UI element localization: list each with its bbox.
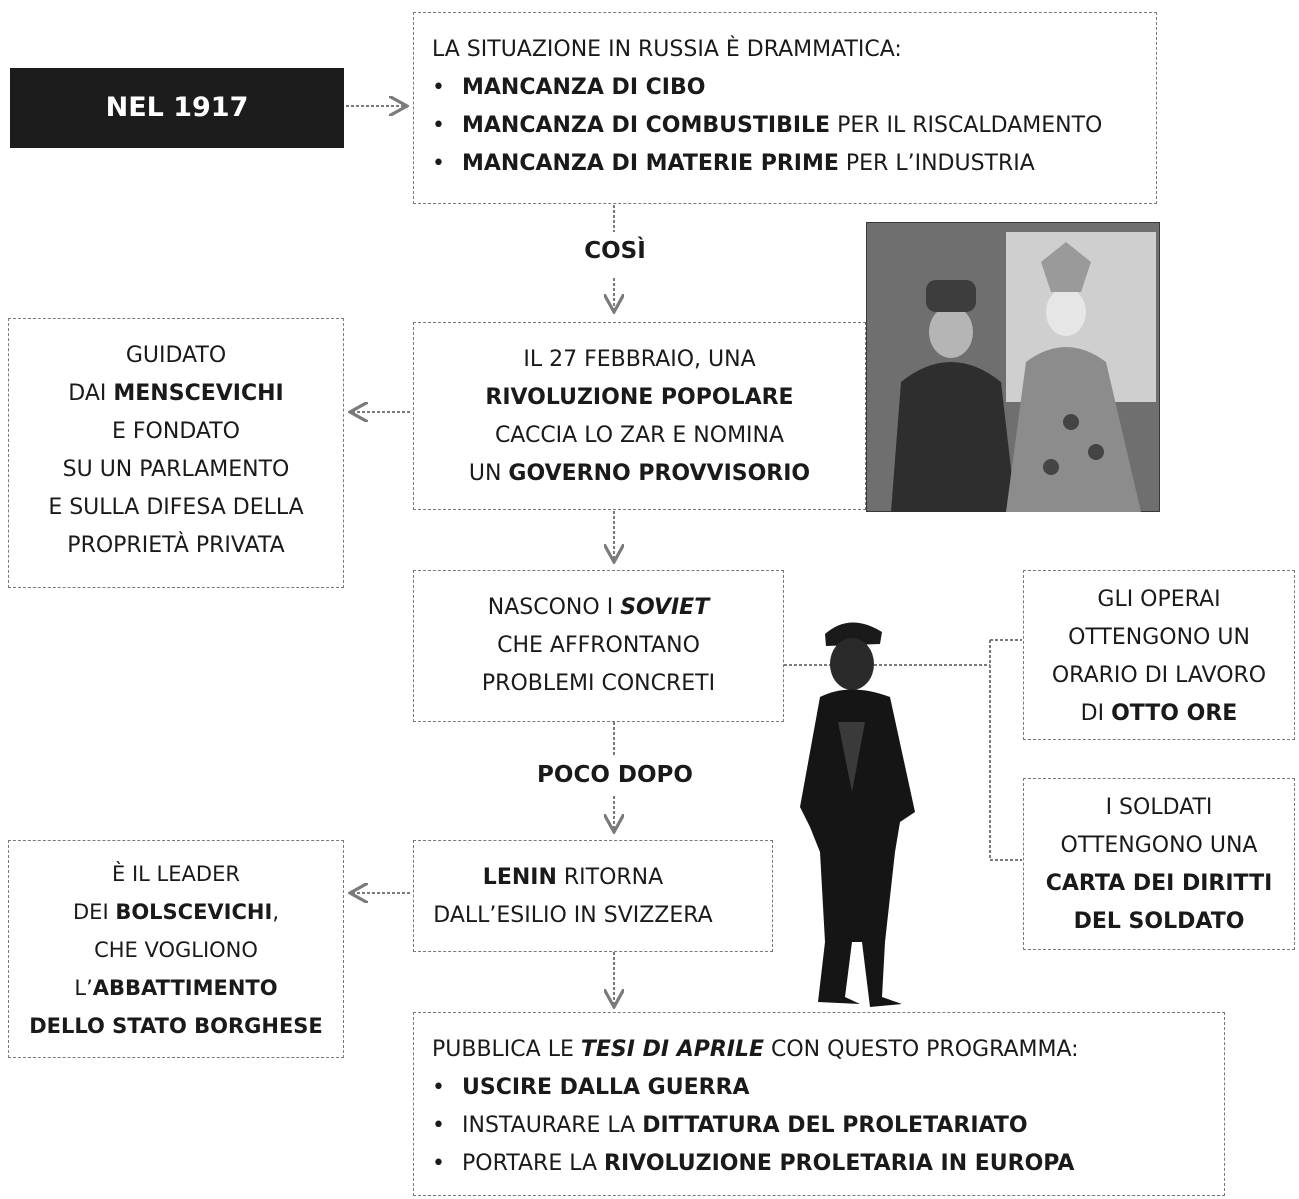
- box-lenin: LENIN RITORNA DALL’ESILIO IN SVIZZERA: [413, 840, 773, 952]
- soldiers-line-1: I SOLDATI: [1105, 795, 1213, 820]
- box-bolsheviks: È IL LEADER DEI BOLSCEVICHI, CHE VOGLION…: [8, 840, 344, 1058]
- bolsheviks-line-2: DEI BOLSCEVICHI,: [73, 900, 279, 924]
- government-line-2: DAI MENSCEVICHI: [68, 381, 284, 406]
- april-intro: PUBBLICA LE TESI DI APRILE CON QUESTO PR…: [432, 1037, 1079, 1062]
- bolsheviks-line-1: È IL LEADER: [112, 862, 240, 886]
- april-bullet-2: INSTAURARE LA DITTATURA DEL PROLETARIATO: [432, 1107, 1224, 1145]
- box-workers: GLI OPERAI OTTENGONO UN ORARIO DI LAVORO…: [1023, 570, 1295, 740]
- soldiers-line-3: CARTA DEI DIRITTI: [1045, 871, 1273, 896]
- connector-cosi: COSÌ: [584, 238, 646, 264]
- situation-intro: LA SITUAZIONE IN RUSSIA È DRAMMATICA:: [432, 37, 902, 62]
- workers-line-2: OTTENGONO UN: [1068, 625, 1250, 650]
- soldiers-line-2: OTTENGONO UNA: [1060, 833, 1258, 858]
- start-label-nel-1917: NEL 1917: [10, 68, 344, 148]
- box-soldiers: I SOLDATI OTTENGONO UNA CARTA DEI DIRITT…: [1023, 778, 1295, 950]
- april-bullet-3: PORTARE LA RIVOLUZIONE PROLETARIA IN EUR…: [432, 1145, 1224, 1183]
- revolution-line-4: UN GOVERNO PROVVISORIO: [468, 461, 811, 486]
- workers-line-3: ORARIO DI LAVORO: [1051, 663, 1267, 688]
- april-bullet-1: USCIRE DALLA GUERRA: [432, 1069, 1224, 1107]
- government-line-5: E SULLA DIFESA DELLA: [48, 495, 304, 520]
- box-government: GUIDATO DAI MENSCEVICHI E FONDATO SU UN …: [8, 318, 344, 588]
- soviet-line-1: NASCONO I SOVIET: [487, 595, 710, 620]
- lenin-line-1: LENIN RITORNA: [482, 865, 664, 890]
- tsar-photo: [866, 222, 1160, 512]
- bracket-soviet-to-workers-soldiers: [784, 639, 1022, 861]
- soviet-line-3: PROBLEMI CONCRETI: [481, 671, 716, 696]
- government-line-4: SU UN PARLAMENTO: [62, 457, 290, 482]
- soldiers-line-4: DEL SOLDATO: [1073, 909, 1245, 934]
- box-revolution: IL 27 FEBBRAIO, UNA RIVOLUZIONE POPOLARE…: [413, 322, 866, 510]
- bolsheviks-line-3: CHE VOGLIONO: [94, 938, 258, 962]
- revolution-line-3: CACCIA LO ZAR E NOMINA: [494, 423, 785, 448]
- workers-line-1: GLI OPERAI: [1097, 587, 1221, 612]
- revolution-line-2: RIVOLUZIONE POPOLARE: [485, 385, 794, 410]
- situation-bullet-2: MANCANZA DI COMBUSTIBILE PER IL RISCALDA…: [432, 107, 1156, 145]
- box-april: PUBBLICA LE TESI DI APRILE CON QUESTO PR…: [413, 1012, 1225, 1196]
- situation-bullet-3: MANCANZA DI MATERIE PRIME PER L’INDUSTRI…: [432, 145, 1156, 183]
- lenin-line-2: DALL’ESILIO IN SVIZZERA: [433, 903, 713, 928]
- workers-line-4: DI OTTO ORE: [1080, 701, 1238, 726]
- connector-poco-dopo: POCO DOPO: [537, 762, 693, 788]
- bolsheviks-line-5: DELLO STATO BORGHESE: [29, 1014, 323, 1038]
- box-situation: LA SITUAZIONE IN RUSSIA È DRAMMATICA: MA…: [413, 12, 1157, 204]
- situation-bullet-1: MANCANZA DI CIBO: [432, 69, 1156, 107]
- government-line-1: GUIDATO: [125, 343, 227, 368]
- government-line-6: PROPRIETÀ PRIVATA: [67, 533, 285, 558]
- lenin-figure: [800, 622, 915, 1007]
- government-line-3: E FONDATO: [112, 419, 240, 444]
- box-soviet: NASCONO I SOVIET CHE AFFRONTANO PROBLEMI…: [413, 570, 784, 722]
- soviet-line-2: CHE AFFRONTANO: [497, 633, 700, 658]
- bolsheviks-line-4: L’ABBATTIMENTO: [74, 976, 278, 1000]
- revolution-line-1: IL 27 FEBBRAIO, UNA: [523, 347, 756, 372]
